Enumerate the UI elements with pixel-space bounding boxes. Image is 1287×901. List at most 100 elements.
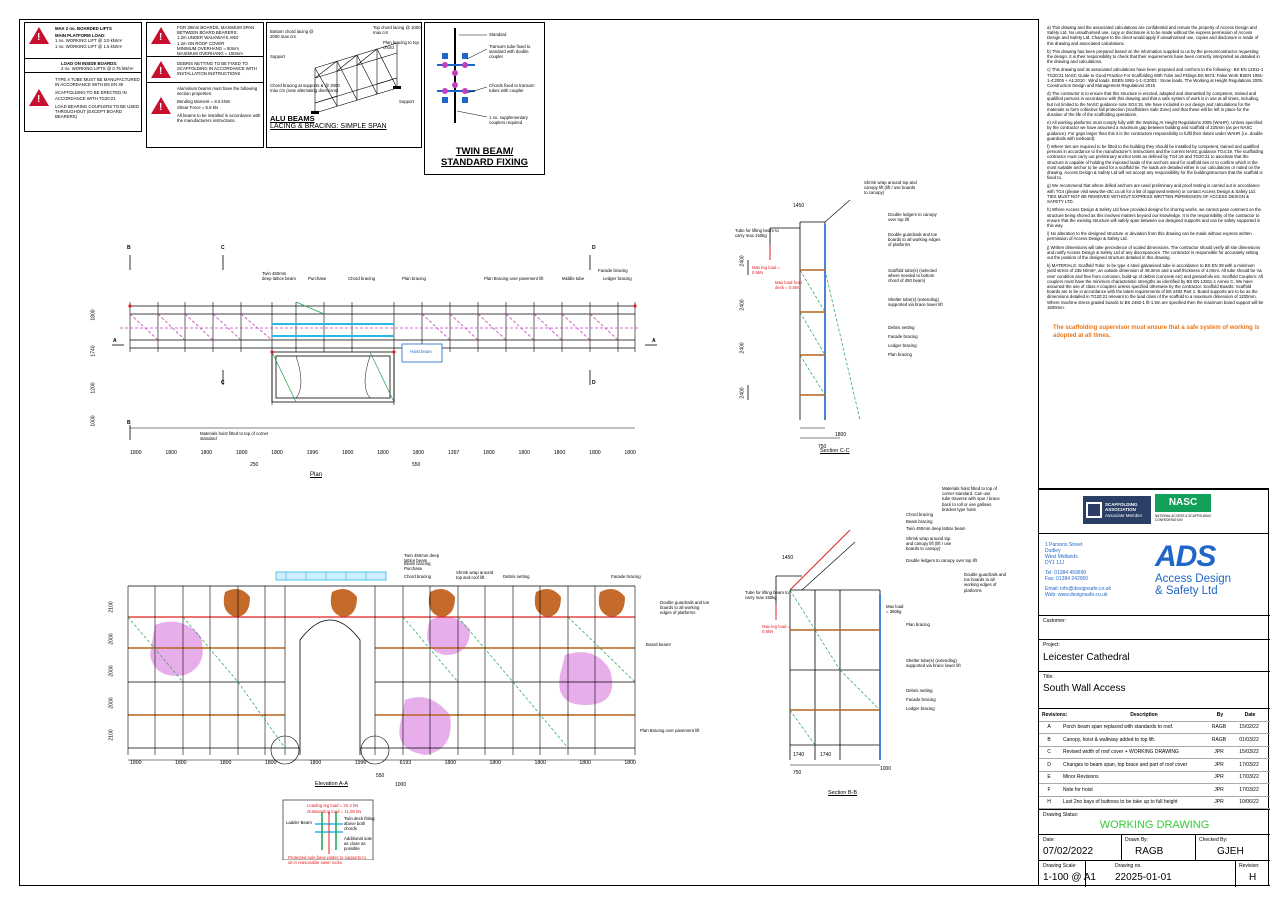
revision-desc: Revised width of roof cover + WORKING DR… — [1063, 749, 1179, 756]
note: d) The contractor is to ensure that this… — [1047, 91, 1260, 118]
revision-by: JPR — [1214, 761, 1224, 768]
revisions-header: Revisions: Description By Date — [1039, 709, 1270, 722]
section-cc-drawing — [747, 200, 861, 439]
note: e) All working platforms must comply ful… — [1047, 120, 1263, 141]
section-bb-title: Section B-B — [828, 790, 858, 796]
title-block: Customer: Project: Leicester Cathedral T… — [1038, 615, 1270, 887]
warning-table-loads: MAX 2 no. BOARDED LIFTS MAIN PLATFORM LO… — [24, 22, 142, 132]
revision-desc: Canopy, hoist & walkway added to top lif… — [1063, 736, 1156, 743]
plan-callout: Materials hoist fitted to top of corner … — [200, 431, 269, 442]
revision-date: 17/03/22 — [1239, 774, 1259, 781]
revision-rev: B — [1047, 736, 1051, 743]
address-line: West Midlands — [1045, 554, 1078, 560]
revision-desc: Porch beam span replaced with standards … — [1063, 724, 1174, 731]
section-marker-b: B — [127, 245, 131, 251]
revision-desc: Changes to beam span, top brace and part… — [1063, 761, 1188, 768]
address-line: Dudley — [1045, 548, 1061, 554]
section-cc-title: Section C-C — [820, 448, 850, 454]
elevation-drawing — [127, 571, 636, 860]
warning-icon — [151, 97, 171, 114]
revision-row: B Canopy, hoist & walkway added to top li… — [1039, 734, 1270, 747]
section-marker-d: D — [592, 245, 596, 251]
plan-view-drawing — [112, 255, 657, 440]
drawing-revision: H — [1249, 872, 1257, 883]
alu-title: ALU BEAMS — [270, 114, 315, 123]
revision-date: 01/03/22 — [1239, 736, 1259, 743]
alu-beam-drawing — [311, 42, 401, 114]
revision-by: JPR — [1214, 799, 1224, 806]
plan-callout: Plan Bracing over pavement lift — [484, 276, 544, 281]
warning-cell-tube: TYPE 4 TUBE MUST BE MANUFACTURED IN ACCO… — [25, 73, 141, 131]
drawing-status: WORKING DRAWING — [1099, 819, 1210, 831]
title-row: Title: South Wall Access — [1039, 671, 1270, 708]
plan-callout: Hoist beam — [410, 349, 432, 354]
note: h) Where Access Design & Safety Ltd have… — [1047, 207, 1261, 228]
checked-by: GJEH — [1217, 846, 1244, 857]
revision-rev: F — [1047, 786, 1051, 793]
section-marker-a: A — [113, 338, 117, 344]
plan-callout: Middle tube — [562, 276, 585, 281]
warning-icon — [29, 89, 49, 106]
warning-cell-inside: LOAD ON INSIDE BOARDS: 2 no. WORKING LIF… — [25, 59, 141, 73]
revision-date: 17/03/22 — [1239, 786, 1259, 793]
drawing-date: 07/02/2022 — [1043, 846, 1094, 857]
note: i) No alteration to the designed structu… — [1047, 231, 1252, 242]
note: c) This drawing and its associated calcu… — [1047, 67, 1264, 89]
twin-beam-drawing — [437, 28, 488, 123]
note: f) Where ties are required to be fitted … — [1047, 144, 1264, 181]
address-line: DY1 1JJ — [1045, 560, 1064, 566]
section-marker-b: B — [127, 420, 131, 426]
plan-callout: Ledger bracing — [603, 276, 632, 281]
drawing-number: 22025-01-01 — [1115, 872, 1172, 883]
project-row: Project: Leicester Cathedral — [1039, 639, 1270, 671]
revision-by: RAGB — [1211, 736, 1227, 743]
revision-date: 10/06/22 — [1239, 799, 1259, 806]
revision-rev: C — [1047, 749, 1051, 756]
drawing-scale: 1-100 @ A1 — [1043, 872, 1096, 883]
email-link[interactable]: Email: info@designsafe.co.uk — [1045, 586, 1111, 592]
warning-cell-aluminium: Aluminium beams must have the following … — [147, 83, 263, 147]
warning-icon — [151, 27, 171, 44]
elevation-title: Elevation A-A — [315, 781, 349, 787]
ads-logo: ADS Access Design & Safety Ltd — [1155, 540, 1232, 598]
drawn-by: RAGB — [1135, 846, 1164, 857]
plan-callout: Chord bracing — [348, 276, 375, 281]
revision-rev: D — [1047, 761, 1051, 768]
section-marker-a: A — [652, 338, 656, 344]
warning-icon — [151, 61, 171, 78]
warning-icon — [29, 27, 49, 44]
plan-title: Plan — [310, 472, 323, 478]
date-row: Date: 07/02/2022 Drawn By: RAGB Checked … — [1039, 834, 1270, 861]
revision-by: JPR — [1214, 774, 1224, 781]
note: g) We recommend that where drilled ancho… — [1047, 183, 1260, 205]
alu-subtitle: LACING & BRACING: SIMPLE SPAN — [270, 123, 387, 130]
revision-desc: Note for hoist — [1063, 786, 1093, 793]
note: j) Written dimensions will take preceden… — [1047, 244, 1261, 260]
customer-row: Customer: — [1039, 615, 1270, 639]
revision-row: C Revised width of roof cover + WORKING D… — [1039, 747, 1270, 759]
revision-date: 17/03/22 — [1239, 761, 1259, 768]
company-block: 1 Parsons Street Dudley West Midlands DY… — [1038, 533, 1269, 615]
twin-beam-detail: Standard Transom tube fixed to standard … — [424, 22, 545, 175]
revision-by: RAGB — [1211, 724, 1227, 731]
tel: Tel: 01384 459690 — [1045, 570, 1087, 576]
revision-rev: E — [1047, 774, 1051, 781]
plan-callout: Purchase — [308, 276, 327, 281]
section-marker-c: C — [221, 245, 225, 251]
revision-date: 15/02/22 — [1239, 724, 1259, 731]
web-link[interactable]: Web: www.designsafe.co.uk — [1045, 592, 1108, 598]
warning-heading: MAX 2 no. BOARDED LIFTS — [55, 26, 112, 31]
warning-cell-boards: FOR 38mm BOARDS, MAXIMUM SPAN BETWEEN BO… — [147, 23, 263, 57]
project-name: Leicester Cathedral — [1043, 652, 1130, 663]
fax: Fax: 01384 242950 — [1045, 576, 1089, 582]
alu-beams-detail: Bottom chord lacing @ 2000 max crs Top c… — [266, 22, 422, 148]
revision-rev: H — [1047, 799, 1051, 806]
